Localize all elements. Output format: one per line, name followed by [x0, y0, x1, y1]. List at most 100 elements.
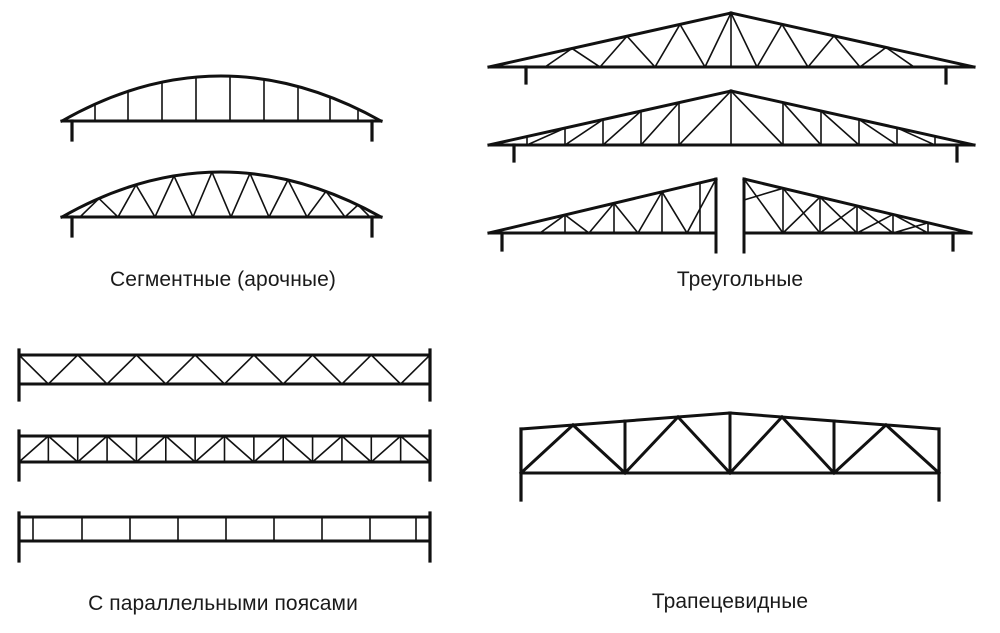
web-diagonal — [780, 23, 810, 69]
web-diagonal — [819, 109, 861, 147]
web-diagonal — [17, 353, 50, 386]
web-diagonal — [47, 353, 79, 386]
segmental-truss-verticals — [59, 74, 384, 142]
caption-trapezoidal: Трапецевидные — [651, 590, 809, 613]
web-diagonal — [563, 213, 591, 235]
web-diagonal — [622, 414, 681, 476]
caption-triangular: Треугольные — [676, 268, 804, 291]
web-diagonal — [563, 118, 605, 147]
web-diagonal — [340, 434, 373, 464]
trapezoidal-truss — [518, 411, 942, 502]
web-diagonal — [248, 172, 271, 219]
web-diagonal — [570, 47, 602, 69]
web-diagonal — [601, 109, 643, 147]
web-diagonal — [884, 46, 916, 69]
web-diagonal — [755, 23, 784, 69]
web-diagonal — [892, 221, 929, 234]
web-diagonal — [286, 178, 309, 219]
web-diagonal — [677, 89, 733, 147]
web-diagonal — [818, 195, 859, 235]
web-diagonal — [223, 353, 255, 386]
web-diagonal — [625, 35, 657, 69]
web-diagonal — [282, 353, 314, 386]
caption-segmental: Сегментные (арочные) — [110, 268, 336, 291]
web-diagonal — [831, 422, 889, 476]
web-diagonal — [538, 213, 567, 235]
web-diagonal — [17, 434, 50, 464]
web-diagonal — [311, 434, 344, 464]
web-diagonal — [164, 434, 197, 464]
web-diagonal — [781, 187, 822, 235]
triangular-half-truss-right — [742, 177, 973, 254]
web-diagonal — [855, 204, 895, 235]
web-diagonal — [895, 126, 937, 147]
web-diagonal — [806, 34, 836, 69]
web-diagonal — [525, 126, 567, 147]
triangular-half-truss-left — [487, 177, 718, 254]
web-diagonal — [598, 35, 629, 69]
web-diagonal — [194, 434, 226, 464]
web-diagonal — [105, 353, 138, 386]
web-diagonal — [223, 434, 255, 464]
web-diagonal — [675, 414, 733, 476]
web-diagonal — [639, 101, 681, 147]
web-diagonal — [97, 197, 120, 219]
web-diagonal — [311, 353, 344, 386]
web-diagonal — [134, 183, 157, 219]
web-diagonal — [191, 171, 214, 219]
web-diagonal — [78, 197, 101, 219]
web-diagonal — [685, 177, 718, 235]
web-diagonal — [47, 434, 79, 464]
web-diagonal — [282, 434, 314, 464]
triangular-truss-1 — [487, 11, 976, 85]
web-diagonal — [135, 434, 167, 464]
web-diagonal — [76, 434, 109, 464]
web-diagonal — [858, 46, 888, 69]
web-diagonal — [194, 353, 226, 386]
web-diagonal — [399, 353, 432, 386]
web-diagonal — [727, 414, 785, 476]
web-diagonal — [743, 187, 784, 201]
web-diagonal — [252, 434, 285, 464]
web-diagonal — [653, 23, 682, 69]
web-diagonal — [229, 172, 252, 219]
web-diagonal — [518, 422, 576, 476]
web-diagonal — [636, 190, 664, 235]
triangular-truss-2 — [487, 89, 976, 163]
web-diagonal — [883, 422, 942, 476]
web-diagonal — [105, 434, 138, 464]
web-diagonal — [781, 195, 822, 235]
web-diagonal — [570, 422, 628, 476]
web-diagonal — [343, 203, 360, 219]
web-diagonal — [164, 353, 197, 386]
web-diagonal — [135, 353, 167, 386]
web-diagonal — [729, 11, 759, 69]
web-diagonal — [370, 434, 402, 464]
web-diagonal — [172, 174, 195, 219]
web-diagonal — [857, 118, 899, 147]
web-diagonal — [587, 202, 616, 235]
web-diagonal — [116, 183, 138, 219]
web-diagonal — [612, 202, 640, 235]
web-diagonal — [324, 190, 347, 219]
web-diagonal — [703, 11, 733, 69]
web-diagonal — [252, 353, 285, 386]
web-diagonal — [305, 190, 328, 219]
web-diagonal — [76, 353, 109, 386]
web-diagonal — [678, 23, 707, 69]
web-diagonal — [891, 213, 930, 235]
web-diagonal — [370, 353, 402, 386]
parallel-truss-warren-verticals — [17, 429, 432, 482]
caption-parallel: С параллельными поясами — [88, 592, 358, 615]
web-diagonal — [267, 178, 290, 219]
web-diagonal — [399, 434, 432, 464]
segmental-truss-triangular — [59, 170, 384, 238]
web-diagonal — [210, 171, 233, 219]
web-diagonal — [729, 89, 785, 147]
web-diagonal — [818, 204, 859, 235]
parallel-truss-warren — [17, 348, 432, 402]
web-diagonal — [781, 101, 823, 147]
web-diagonal — [543, 47, 574, 69]
web-diagonal — [660, 190, 689, 235]
